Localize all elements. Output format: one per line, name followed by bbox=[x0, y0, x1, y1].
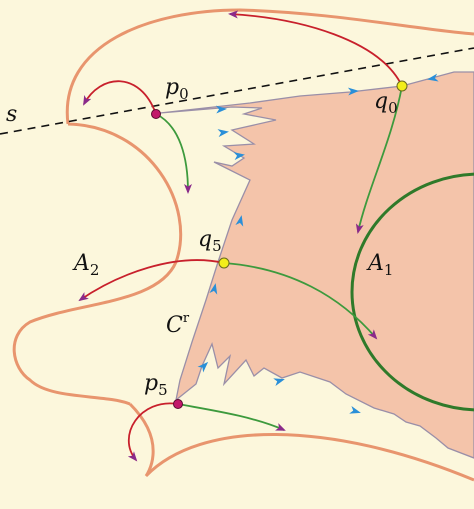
outer-curve-bottom bbox=[128, 402, 474, 482]
label-A2-sub: 2 bbox=[90, 261, 100, 279]
point-p5 bbox=[173, 399, 183, 409]
flow-p5-green bbox=[177, 403, 286, 431]
label-q5: q5 bbox=[198, 227, 222, 255]
shaded-region bbox=[159, 71, 474, 459]
label-A1-main: A bbox=[366, 251, 384, 276]
label-C-r: Cr bbox=[166, 311, 190, 338]
label-A2-main: A bbox=[72, 251, 90, 276]
outer-curve-top bbox=[65, 8, 474, 125]
label-p0-sub: 0 bbox=[179, 85, 189, 103]
ellipse-A1 bbox=[350, 172, 474, 412]
point-q0 bbox=[396, 80, 408, 92]
label-p0: p0 bbox=[165, 75, 189, 103]
dashed-line-s bbox=[0, 47, 474, 135]
label-C-main: C bbox=[166, 313, 183, 338]
label-q0-main: q bbox=[374, 89, 388, 114]
flow-p0-green bbox=[155, 113, 192, 194]
label-A2: A2 bbox=[72, 251, 99, 279]
flow-q0-to-top bbox=[228, 10, 403, 87]
point-q5 bbox=[218, 257, 230, 269]
label-p5: p5 bbox=[144, 371, 168, 399]
label-p5-main: p bbox=[144, 371, 158, 396]
boundary-arrow bbox=[349, 405, 361, 414]
label-q5-sub: 5 bbox=[212, 237, 222, 255]
label-q0-sub: 0 bbox=[388, 99, 398, 117]
boundary-arrow bbox=[273, 378, 285, 387]
flow-q0-to-A1 bbox=[355, 85, 403, 234]
label-q0: q0 bbox=[374, 89, 398, 117]
flow-p0-red bbox=[83, 80, 157, 115]
label-p5-sub: 5 bbox=[158, 381, 168, 399]
outer-curve-left bbox=[12, 122, 182, 406]
label-q5-main: q bbox=[198, 227, 212, 252]
label-p0-main: p bbox=[165, 75, 179, 100]
label-A1: A1 bbox=[366, 251, 393, 279]
label-A1-sub: 1 bbox=[384, 261, 394, 279]
flow-p5-red bbox=[127, 402, 179, 462]
point-p0 bbox=[151, 109, 161, 119]
flow-q5-green bbox=[223, 262, 378, 340]
label-C-sup: r bbox=[183, 311, 190, 326]
label-s: s bbox=[6, 102, 17, 127]
flow-q5-red bbox=[78, 259, 225, 302]
boundary-arrow bbox=[217, 129, 229, 138]
